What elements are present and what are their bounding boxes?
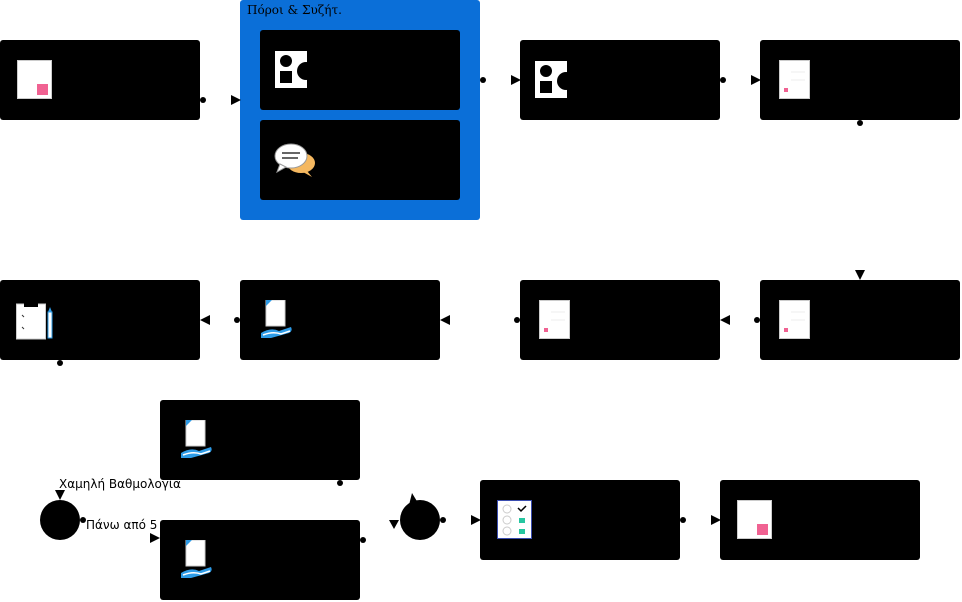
connector-dot — [720, 77, 726, 83]
connector-dot — [234, 317, 240, 323]
document-icon — [539, 300, 570, 339]
connector-dot — [440, 517, 446, 523]
document-icon — [779, 300, 810, 339]
arrowhead — [720, 315, 730, 325]
arrowhead — [200, 315, 210, 325]
edge-label-above-5: Πάνω από 5 — [86, 518, 158, 532]
document-icon — [779, 60, 810, 99]
connector-dot — [337, 480, 343, 486]
hand-document-icon — [261, 300, 292, 338]
arrowhead — [855, 270, 865, 280]
merge-gateway — [400, 500, 440, 540]
decision-gateway — [40, 500, 80, 540]
hand-document-icon — [181, 540, 212, 578]
connector-dot — [57, 360, 63, 366]
arrowhead — [511, 75, 521, 85]
edge-label-low-score: Χαμηλή Βαθμολογία — [59, 477, 181, 491]
arrowhead — [389, 520, 399, 529]
chat-bubbles-icon — [274, 143, 315, 177]
hand-document-icon — [181, 420, 212, 458]
connector-dot — [680, 517, 686, 523]
arrowhead — [751, 75, 761, 85]
clipboard-pencil-icon — [16, 302, 53, 340]
document-icon — [737, 500, 772, 539]
arrowhead — [471, 515, 481, 525]
connector-dot — [754, 317, 760, 323]
connector-dot — [80, 517, 86, 523]
checklist-icon — [497, 500, 532, 539]
shapes-icon — [535, 61, 575, 98]
arrowhead — [150, 533, 160, 543]
arrowhead — [440, 315, 450, 325]
arrowhead — [55, 490, 65, 500]
connector-dot — [360, 537, 366, 543]
connector-dot — [857, 120, 863, 126]
document-icon — [17, 60, 52, 99]
connector-dot — [480, 77, 486, 83]
connector-dot — [200, 97, 206, 103]
arrowhead — [231, 95, 241, 105]
shapes-icon — [275, 51, 315, 88]
arrowhead — [711, 515, 721, 525]
group-title: Πόροι & Συζήτ. — [247, 3, 342, 17]
connector-dot — [514, 317, 520, 323]
